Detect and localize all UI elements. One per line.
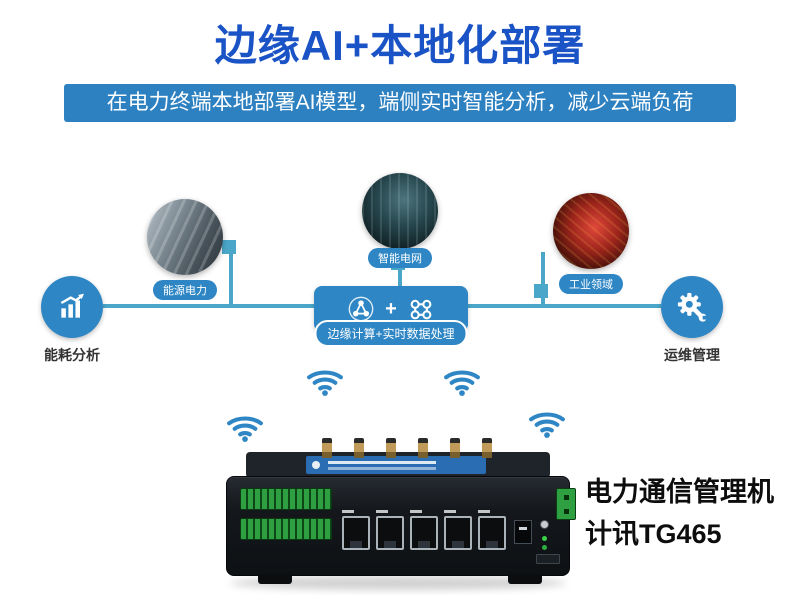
antenna-connector (322, 438, 332, 458)
terminal-block (240, 488, 332, 510)
node-energy-analysis: 能耗分析 (41, 276, 103, 365)
terminal-block (240, 518, 332, 540)
edge-compute-label: 边缘计算+实时数据处理 (314, 320, 468, 347)
ops-management-circle (661, 276, 723, 338)
ops-management-label: 运维管理 (664, 347, 720, 363)
wifi-icon (226, 412, 264, 449)
node-industrial: 工业领域 (553, 193, 629, 294)
antenna-connector (482, 438, 492, 458)
ethernet-port (342, 516, 370, 550)
subtitle-banner: 在电力终端本地部署AI模型，端侧实时智能分析，减少云端负荷 (64, 84, 736, 122)
wifi-icon (528, 408, 566, 445)
wifi-icon (306, 366, 344, 403)
edge-compute-box: + 边缘计算+实时数据处理 (314, 286, 468, 347)
energy-power-label: 能源电力 (153, 280, 217, 300)
router-top-label (306, 456, 486, 474)
plus-sign: + (385, 298, 397, 320)
antenna-connector (450, 438, 460, 458)
smart-grid-photo (362, 173, 438, 249)
node-smart-grid: 智能电网 (362, 173, 438, 268)
product-name-line1: 电力通信管理机 (585, 477, 774, 507)
router-shadow (230, 576, 566, 590)
status-led (542, 536, 547, 541)
antenna-connector (418, 438, 428, 458)
usb-port (514, 520, 532, 544)
router-device (222, 438, 576, 594)
connector-line-industrial (541, 252, 545, 306)
wifi-icon (443, 366, 481, 403)
reset-button (540, 520, 549, 529)
bar-chart-arrow-icon (56, 291, 88, 323)
energy-analysis-circle (41, 276, 103, 338)
node-ops-management: 运维管理 (661, 276, 723, 365)
node-energy-power: 能源电力 (147, 199, 223, 300)
power-terminal (556, 488, 576, 520)
industrial-photo (553, 193, 629, 269)
molecule-network-icon (347, 295, 375, 323)
product-name-line2: 计讯TG465 (585, 518, 722, 549)
connector-node-square (534, 284, 548, 298)
sim-slot (536, 554, 560, 564)
data-nodes-icon (407, 295, 435, 323)
antenna-connector (354, 438, 364, 458)
antenna-connector (386, 438, 396, 458)
smart-grid-label: 智能电网 (368, 248, 432, 268)
connector-line-left (103, 304, 314, 308)
connector-line-grid (398, 252, 402, 288)
gear-wrench-icon (676, 291, 708, 323)
port-label-strip (342, 510, 504, 513)
product-name: 电力通信管理机 计讯TG465 (585, 472, 774, 556)
ethernet-port (410, 516, 438, 550)
page-title: 边缘AI+本地化部署 (214, 22, 586, 69)
connector-line-right (468, 304, 661, 308)
router-foot (508, 574, 542, 584)
ethernet-port (444, 516, 472, 550)
router-foot (258, 574, 292, 584)
ethernet-port (376, 516, 404, 550)
connector-node-square (222, 240, 236, 254)
ethernet-port (478, 516, 506, 550)
connector-line-energy (229, 246, 233, 306)
energy-analysis-label: 能耗分析 (44, 347, 100, 363)
industrial-label: 工业领域 (559, 274, 623, 294)
energy-power-photo (147, 199, 223, 275)
